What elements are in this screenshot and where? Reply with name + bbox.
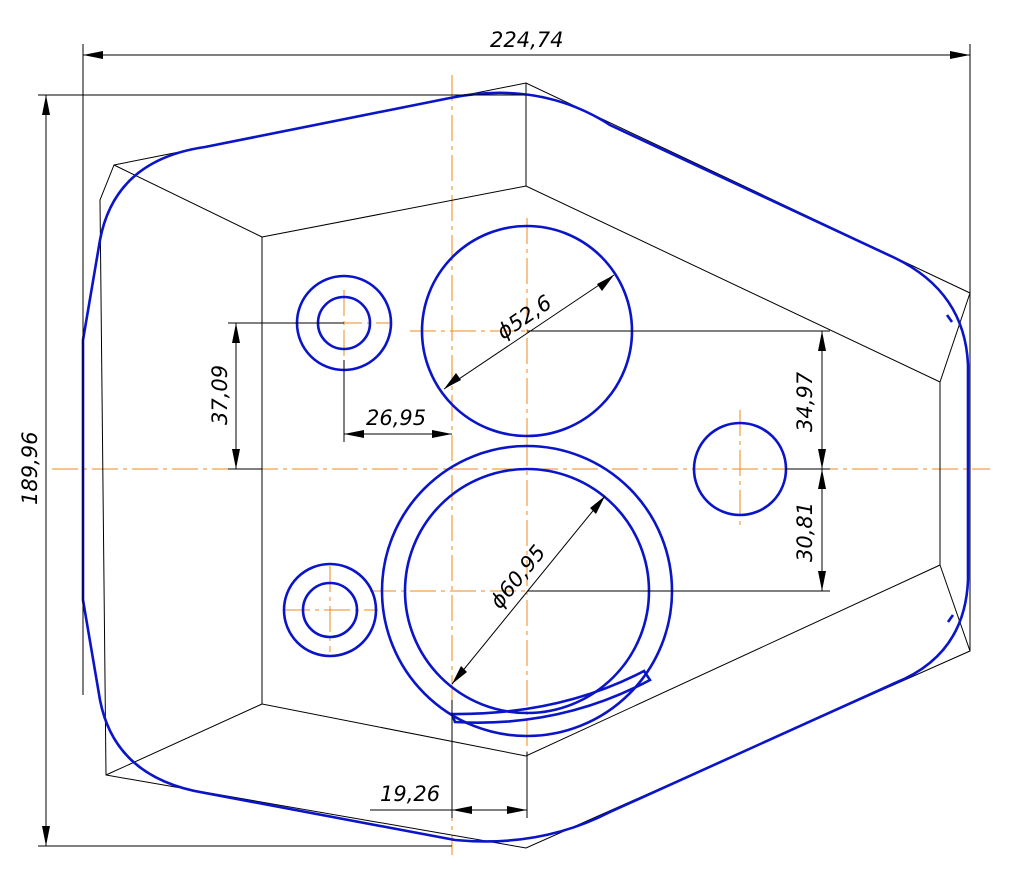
dim-offset-upper-v: 34,97 — [527, 330, 830, 470]
part-contour — [81, 91, 970, 843]
dim-overall-width: 224,74 — [82, 28, 971, 695]
dim-diameter-ring: ϕ60,95 — [451, 495, 606, 685]
dim-offset-small-hole-h: 26,95 — [343, 360, 452, 442]
outer-hexagon — [99, 82, 971, 849]
edge-ll — [105, 703, 263, 776]
dim-offset-small-hole-v: 37,09 — [208, 322, 344, 470]
hole-lower-small-outer — [282, 562, 378, 658]
hole-lower-small-inner — [301, 581, 359, 639]
dim-offset-bottom-h: 19,26 — [370, 700, 528, 818]
construction-outline — [99, 82, 971, 849]
dim-19-label: 19,26 — [380, 782, 440, 806]
dim-overall-height: 189,96 — [18, 94, 526, 847]
outer-contour — [81, 91, 970, 843]
dim-37-label: 37,09 — [208, 365, 232, 425]
dim-34-label: 34,97 — [793, 371, 817, 432]
dim-30-label: 30,81 — [793, 502, 817, 562]
edge-ul — [113, 164, 263, 238]
right-notch — [945, 314, 955, 623]
dim-diameter-upper-label: ϕ52,6 — [492, 290, 556, 344]
dim-offset-lower-v: 30,81 — [527, 469, 830, 592]
centerlines — [52, 75, 990, 855]
dim-diameter-upper: ϕ52,6 — [443, 274, 615, 390]
arrow-right — [950, 51, 970, 59]
dim-26-label: 26,95 — [366, 406, 426, 430]
inner-face — [261, 185, 941, 757]
edge-ur — [939, 292, 971, 383]
dim-overall-width-label: 224,74 — [490, 28, 563, 52]
ring-slot — [450, 669, 652, 724]
dim-diameter-ring-label: ϕ60,95 — [485, 541, 550, 614]
edge-lr — [939, 564, 971, 652]
arrow-left — [83, 51, 103, 59]
dim-overall-height-label: 189,96 — [18, 432, 42, 505]
